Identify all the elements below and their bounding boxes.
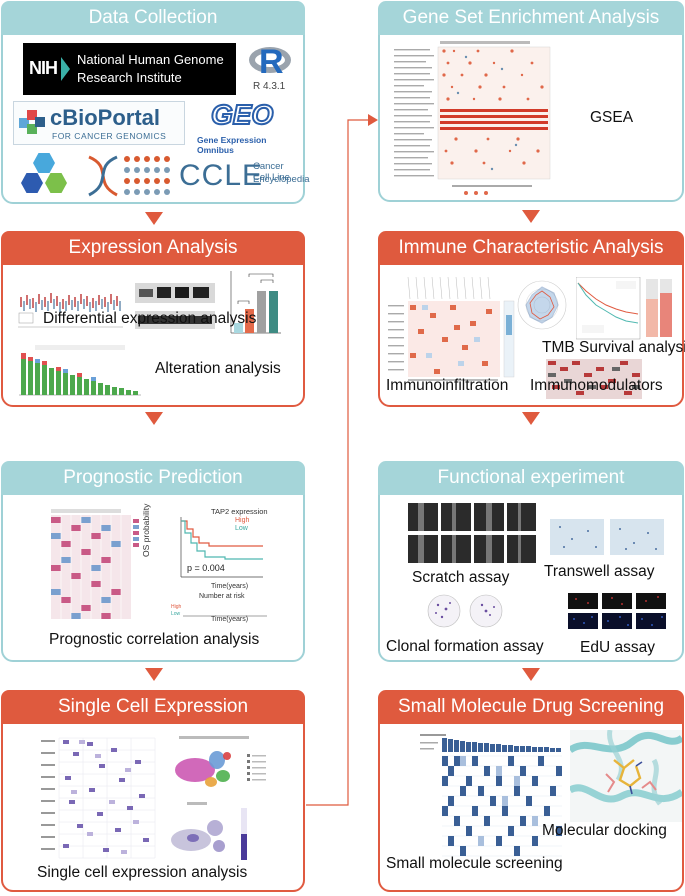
- ccle-dot-grid: [124, 156, 170, 195]
- svg-text:Low: Low: [171, 611, 181, 617]
- prognostic-correlation-label: Prognostic correlation analysis: [49, 631, 260, 648]
- r-version: R 4.3.1: [253, 81, 286, 92]
- cbio-sub: FOR CANCER GENOMICS: [52, 131, 167, 141]
- differential-expression-label: Differential expression analysis: [43, 310, 257, 327]
- data-collection-header: Data Collection: [1, 1, 305, 35]
- tmb-survival-thumbnail: [576, 277, 672, 340]
- r-ring-icon: [249, 47, 291, 73]
- geo-sub: Gene Expression Omnibus: [197, 135, 267, 155]
- radar-chart-thumbnail: [517, 280, 567, 330]
- hexagon-cluster-icon: [21, 153, 71, 201]
- alteration-analysis-label: Alteration analysis: [155, 360, 281, 377]
- arrow-right-icon: [368, 114, 378, 126]
- alteration-chart-thumbnail: [15, 341, 143, 399]
- km-pvalue: p = 0.004: [187, 563, 225, 573]
- ccle-logo: CCLE Cancer Cell Line Encyclopedia: [83, 153, 310, 199]
- small-molecule-screening-label: Small molecule screening: [386, 855, 563, 872]
- km-curve-thumbnail: [180, 517, 263, 578]
- umap-expression-thumbnail: [171, 802, 247, 860]
- bar-chart-thumbnail: [230, 271, 281, 334]
- cbioportal-logo: cBioPortal FOR CANCER GENOMICS: [13, 101, 185, 145]
- risk-table-thumbnail: High Low: [171, 604, 267, 617]
- arrow-down-icon: [522, 210, 540, 223]
- transwell-assay-label: Transwell assay: [544, 563, 655, 580]
- nih-name-line2: Research Institute: [77, 70, 182, 85]
- nih-badge: NIH: [29, 58, 58, 78]
- immune-panel: Immune Characteristic Analysis: [378, 231, 685, 407]
- immunomodulator-heatmap-thumbnail: [546, 359, 642, 399]
- arrow-down-icon: [145, 668, 163, 681]
- nhgri-logo: NIH National Human Genome Research Insti…: [23, 43, 236, 95]
- tmb-survival-label: TMB Survival analysis: [542, 339, 685, 356]
- arrow-down-icon: [522, 668, 540, 681]
- data-collection-panel: Data Collection NIH National Human Genom…: [1, 1, 310, 204]
- ccle-name: CCLE: [179, 159, 264, 192]
- svg-text:High: High: [171, 604, 182, 610]
- scratch-assay-label: Scratch assay: [412, 569, 510, 586]
- ccle-sub-line1: Cancer Cell Line: [253, 161, 290, 183]
- molecular-docking-label: Molecular docking: [542, 822, 667, 839]
- expression-analysis-header: Expression Analysis: [1, 231, 305, 265]
- clonal-formation-label: Clonal formation assay: [386, 638, 544, 655]
- immunoinfiltration-heatmap-thumbnail: [386, 275, 518, 385]
- umap-clusters-thumbnail: [175, 736, 266, 787]
- geo-logo: GEO Gene Expression Omnibus: [197, 98, 301, 155]
- cbio-blocks-icon: [19, 110, 45, 136]
- km-legend-title: TAP2 expression: [211, 507, 268, 516]
- prognostic-heatmap-thumbnail: [37, 505, 147, 625]
- nih-chevron-icon: [61, 57, 70, 81]
- clonal-formation-thumbnail: [427, 594, 503, 628]
- drug-screening-panel: Small Molecule Drug Screening: [378, 690, 684, 892]
- cbio-name: cBioPortal: [50, 105, 161, 130]
- immune-header: Immune Characteristic Analysis: [378, 231, 684, 265]
- km-legend-high: High: [235, 517, 250, 524]
- drug-screening-header: Small Molecule Drug Screening: [378, 690, 684, 724]
- arrow-down-icon: [145, 412, 163, 425]
- single-cell-panel: Single Cell Expression: [1, 690, 305, 892]
- km-legend-low: Low: [235, 525, 248, 532]
- expression-analysis-panel: Expression Analysis: [1, 231, 305, 407]
- r-logo: R R 4.3.1: [247, 43, 297, 95]
- immunoinfiltration-label: Immunoinfiltration: [386, 377, 509, 394]
- single-cell-expression-label: Single cell expression analysis: [37, 864, 248, 881]
- western-blot-thumbnail: [135, 283, 215, 329]
- gsea-dotplot-thumbnail: [392, 39, 554, 199]
- scratch-assay-thumbnail: [408, 503, 536, 563]
- km-xlabel: Time(years): [211, 583, 249, 590]
- gsea-header: Gene Set Enrichment Analysis: [378, 1, 684, 35]
- prognostic-prediction-header: Prognostic Prediction: [1, 461, 305, 495]
- gsea-panel: Gene Set Enrichment Analysis: [378, 1, 684, 202]
- molecular-docking-thumbnail: [570, 730, 682, 822]
- edu-assay-thumbnail: [568, 593, 666, 629]
- ccle-sub-line2: Encyclopedia: [253, 174, 310, 185]
- km-ylabel: OS probability: [141, 503, 151, 557]
- boxplot-thumbnail: [15, 277, 125, 333]
- geo-name: GEO: [210, 98, 274, 131]
- transwell-assay-thumbnail: [550, 519, 664, 555]
- small-molecule-grid-thumbnail: [418, 732, 568, 858]
- functional-experiment-panel: Functional experiment Scratch assay Tran…: [378, 461, 684, 662]
- arrow-down-icon: [522, 412, 540, 425]
- r-letter: R: [259, 43, 284, 81]
- prognostic-prediction-panel: Prognostic Prediction: [1, 461, 305, 662]
- gsea-label: GSEA: [590, 109, 634, 126]
- functional-experiment-header: Functional experiment: [378, 461, 684, 495]
- single-cell-header: Single Cell Expression: [1, 690, 305, 724]
- single-cell-dotplot-thumbnail: [39, 734, 157, 860]
- immunomodulators-label: Immunomodulators: [530, 377, 663, 394]
- connector-line: [306, 114, 378, 806]
- risk-xlabel: Time(years): [211, 616, 249, 623]
- risk-table-title: Number at risk: [199, 593, 245, 600]
- nih-name-line1: National Human Genome: [77, 52, 224, 67]
- edu-assay-label: EdU assay: [580, 639, 655, 656]
- dna-helix-icon: [88, 155, 118, 197]
- arrow-down-icon: [145, 212, 163, 225]
